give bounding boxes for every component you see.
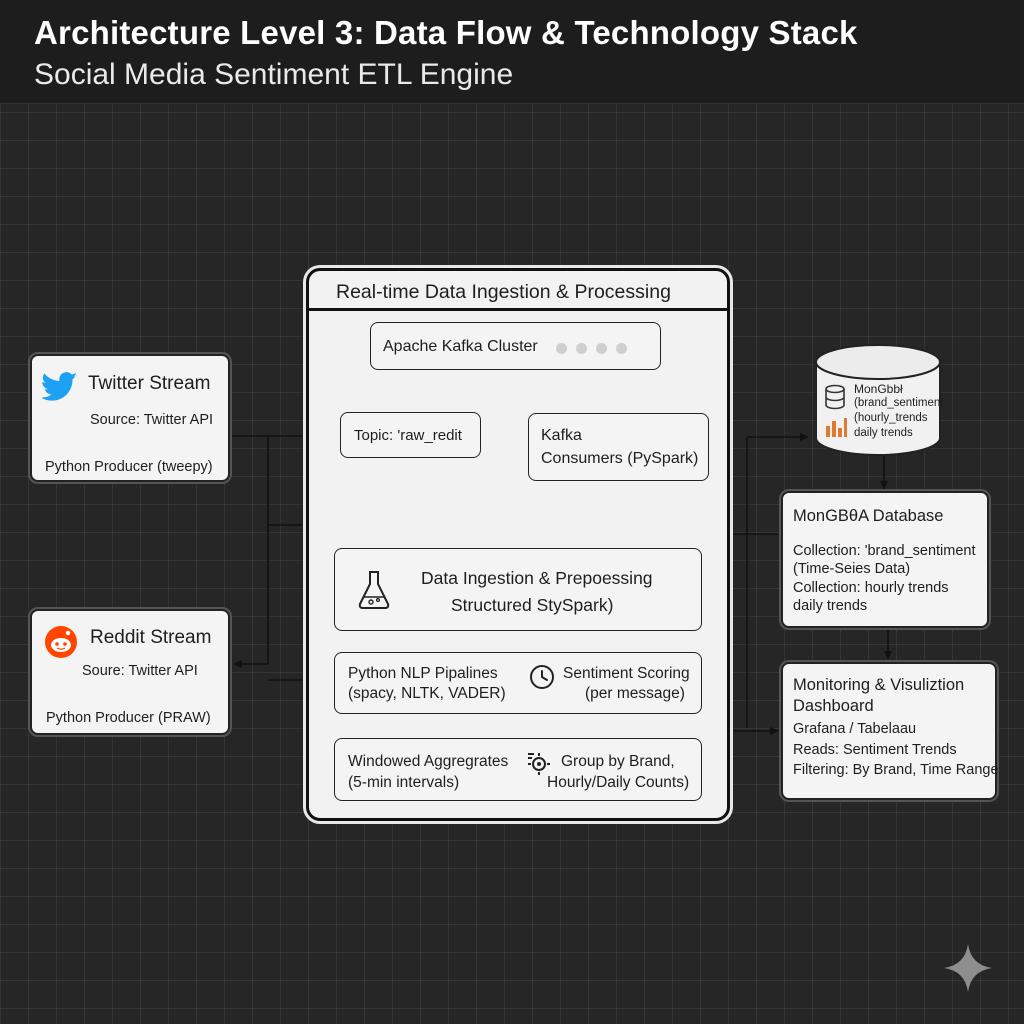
- grouping-gear-icon: [528, 753, 550, 775]
- grouping-label-1: Group by Brand,: [561, 753, 675, 770]
- page-subtitle: Social Media Sentiment ETL Engine: [34, 58, 514, 91]
- database-line-1: Collection: 'brand_sentiment: [793, 543, 976, 559]
- data-ingestion-label-1: Data Ingestion & Prepoessing: [421, 568, 653, 588]
- twitter-bird-icon: [42, 372, 78, 401]
- monitoring-title-2: Dashboard: [793, 697, 874, 715]
- reddit-alien-icon: [45, 626, 77, 658]
- monitoring-line-1: Grafana / Tabelaau: [793, 721, 917, 737]
- header: Architecture Level 3: Data Flow & Techno…: [0, 0, 1024, 104]
- frame-divider: [309, 308, 727, 311]
- left-bus-line: [233, 436, 269, 668]
- page-title: Architecture Level 3: Data Flow & Techno…: [34, 14, 858, 51]
- database-line-2: (Time-Seies Data): [793, 561, 911, 577]
- nlp-pipeline-label-2: (spacy, NLTK, VADER): [348, 685, 506, 702]
- processing-frame-title: Real-time Data Ingestion & Processing: [336, 281, 671, 303]
- reddit-producer-text: Python Producer (PRAW): [46, 710, 211, 726]
- monitoring-title-1: Monitoring & Visuliztion: [793, 676, 965, 694]
- database-line-4: daily trends: [793, 598, 868, 614]
- mongodb-cylinder[interactable]: MonGbbł (brand_sentiment (hourly_trends …: [814, 342, 944, 458]
- reddit-source-text: Soure: Twitter API: [82, 663, 198, 679]
- aggregates-label-1: Windowed Aggregrates: [348, 753, 509, 770]
- data-ingestion-label-2: Structured StySpark): [451, 595, 614, 615]
- data-ingestion-box[interactable]: Data Ingestion & Prepoessing Structured …: [334, 548, 702, 631]
- kafka-cluster-label: Apache Kafka Cluster: [383, 338, 538, 355]
- kafka-consumers-box[interactable]: Kafka Consumers (PySpark): [528, 413, 709, 481]
- monitoring-line-2: Reads: Sentiment Trends: [793, 742, 957, 758]
- database-line-3: Collection: hourly trends: [793, 580, 949, 596]
- sparkle-icon: [944, 944, 992, 992]
- bar-chart-icon: [826, 418, 847, 437]
- clock-icon: [530, 665, 554, 689]
- kafka-cluster-box[interactable]: Apache Kafka Cluster: [370, 322, 661, 370]
- database-icon: [825, 384, 845, 410]
- twitter-stream-title: Twitter Stream: [88, 373, 211, 394]
- database-title: MonGBθA Database: [793, 507, 944, 525]
- reddit-stream-card[interactable]: Reddit Stream Soure: Twitter API Python …: [30, 609, 230, 735]
- windowed-aggregates-box[interactable]: Windowed Aggregrates (5-min intervals) G…: [334, 738, 702, 801]
- sentiment-scoring-label-2: (per message): [585, 685, 685, 702]
- kafka-brokers-dots: [547, 341, 627, 359]
- grouping-label-2: Hourly/Daily Counts): [547, 774, 690, 791]
- cylinder-line-3: (hourly_trends: [854, 412, 928, 424]
- flask-icon: [358, 571, 390, 609]
- twitter-producer-text: Python Producer (tweepy): [45, 459, 213, 475]
- reddit-stream-title: Reddit Stream: [90, 627, 212, 648]
- kafka-topic-label: Topic: 'raw_redit: [354, 427, 462, 444]
- kafka-consumers-label-2: Consumers (PySpark): [541, 450, 699, 467]
- aggregates-label-2: (5-min intervals): [348, 774, 460, 791]
- cylinder-line-4: daily trends: [854, 427, 913, 439]
- kafka-consumers-label-1: Kafka: [541, 427, 582, 444]
- nlp-pipeline-box[interactable]: Python NLP Pipalines (spacy, NLTK, VADER…: [334, 652, 702, 714]
- mongodb-database-card[interactable]: MonGBθA Database Collection: 'brand_sent…: [781, 491, 989, 628]
- cylinder-title: MonGbbł: [854, 382, 903, 396]
- twitter-source-text: Source: Twitter API: [90, 412, 214, 428]
- cylinder-line-2: (brand_sentiment: [854, 397, 944, 409]
- sentiment-scoring-label-1: Sentiment Scoring: [563, 665, 690, 682]
- nlp-pipeline-label-1: Python NLP Pipalines: [348, 665, 498, 682]
- kafka-topic-box[interactable]: Topic: 'raw_redit: [340, 412, 481, 458]
- twitter-stream-card[interactable]: Twitter Stream Source: Twitter API Pytho…: [30, 354, 230, 482]
- monitoring-dashboard-card[interactable]: Monitoring & Visuliztion Dashboard Grafa…: [781, 662, 999, 800]
- monitoring-line-3: Filtering: By Brand, Time Range: [793, 762, 999, 778]
